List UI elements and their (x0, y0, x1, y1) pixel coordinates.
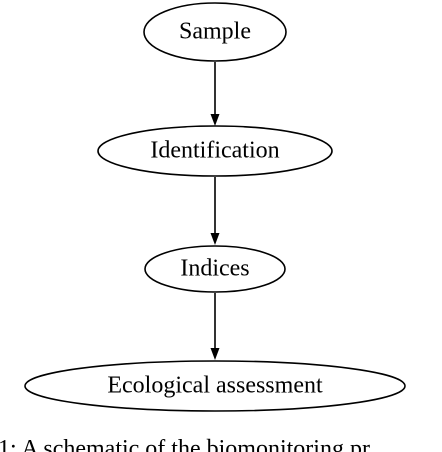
arrowhead-icon (210, 114, 220, 126)
edge-sample-to-identification (210, 62, 220, 126)
arrowhead-icon (210, 233, 220, 245)
node-ecological-assessment-label: Ecological assessment (107, 373, 323, 399)
node-identification: Identification (97, 125, 333, 177)
edge-indices-to-ecological-assessment (210, 293, 220, 360)
node-indices-label: Indices (180, 256, 249, 282)
node-sample-label: Sample (179, 19, 251, 45)
figure-caption: 1: A schematic of the biomonitoring pr (0, 436, 370, 452)
node-identification-ellipse (97, 125, 333, 177)
node-indices-ellipse (144, 245, 286, 293)
edge-identification-to-indices (210, 177, 220, 245)
node-ecological-assessment-ellipse (24, 360, 406, 412)
node-identification-label: Identification (150, 138, 279, 164)
node-sample-ellipse (143, 2, 287, 62)
arrowhead-icon (210, 348, 220, 360)
node-indices: Indices (144, 245, 286, 293)
node-ecological-assessment: Ecological assessment (24, 360, 406, 412)
node-sample: Sample (143, 2, 287, 62)
